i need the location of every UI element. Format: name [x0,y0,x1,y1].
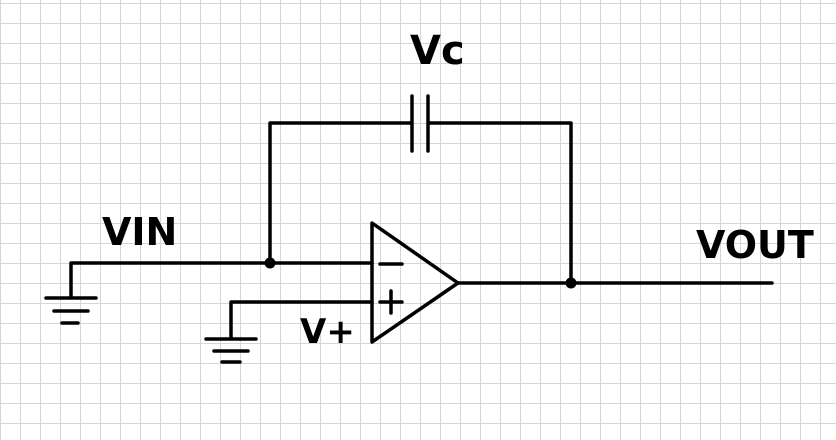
op-amp-symbol [370,221,460,344]
junction-node-input [264,257,276,269]
feedback-wire-right [428,121,573,285]
capacitor-symbol [410,94,430,153]
junction-node-output [565,277,577,289]
feedback-wire-left [268,121,412,265]
label-vout: VOUT [696,223,814,267]
plus-sign [378,289,404,315]
ground-symbol-noninverting [204,337,258,364]
label-vin: VIN [102,210,177,254]
noninverting-wire [229,300,374,339]
label-vc: Vc [410,28,465,74]
label-vplus: V+ [300,312,355,352]
input-wire [69,261,374,299]
ground-symbol-input [44,296,98,325]
